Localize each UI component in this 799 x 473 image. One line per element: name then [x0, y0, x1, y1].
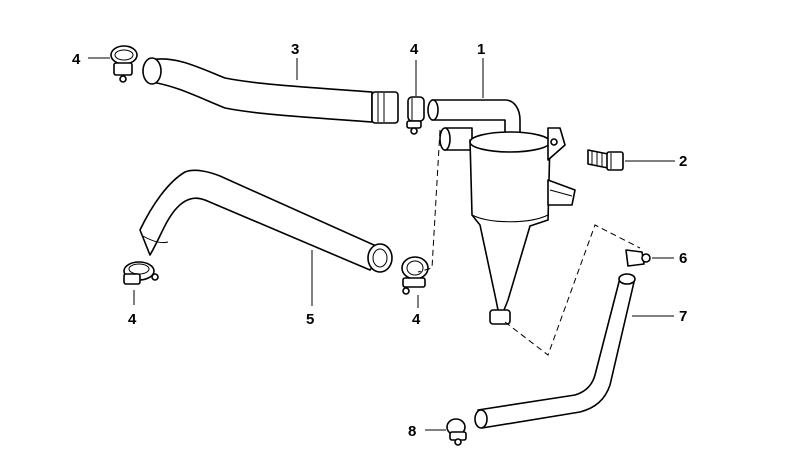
hose-part-5 — [139, 169, 393, 273]
assembly-line-left — [417, 129, 441, 273]
hose-part-3 — [142, 57, 399, 124]
oil-separator-part-1 — [427, 99, 576, 325]
hose-clamp-top-mid — [406, 96, 425, 135]
hose-part-7 — [474, 273, 636, 429]
callout-4-top-mid: 4 — [410, 41, 419, 58]
callout-3: 3 — [291, 41, 299, 58]
callout-4-bottom-mid: 4 — [412, 311, 421, 328]
assembly-line-right — [504, 224, 641, 356]
callout-7: 7 — [679, 308, 687, 325]
callout-8: 8 — [408, 423, 416, 440]
callout-2: 2 — [679, 153, 687, 170]
callout-4-bottom-left: 4 — [128, 311, 137, 328]
callout-5: 5 — [306, 311, 314, 328]
callout-4-top-left: 4 — [72, 51, 81, 68]
clamp-part-8 — [446, 418, 467, 446]
hose-clamp-bottom-left — [123, 261, 159, 285]
hose-clamp-bottom-mid — [401, 256, 429, 295]
callout-1: 1 — [477, 41, 485, 58]
callout-6: 6 — [679, 250, 687, 267]
bolt-part-2 — [587, 149, 624, 171]
hose-clamp-top-left — [110, 45, 138, 83]
clamp-part-6 — [625, 249, 651, 267]
